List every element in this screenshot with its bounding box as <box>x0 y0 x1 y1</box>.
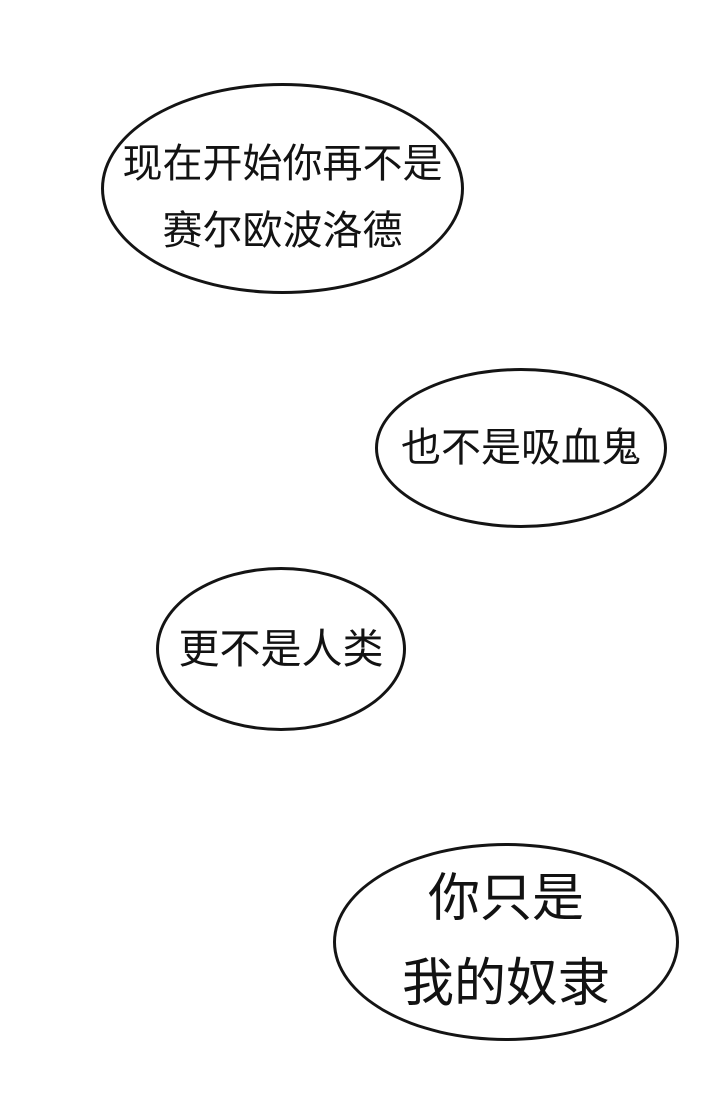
speech-bubble-4: 你只是 我的奴隶 <box>333 843 679 1041</box>
speech-bubble-4-text: 你只是 我的奴隶 <box>402 857 610 1027</box>
speech-bubble-3: 更不是人类 <box>156 567 406 731</box>
speech-line: 现在开始你再不是 <box>122 141 443 186</box>
speech-line: 也不是吸血鬼 <box>401 426 641 470</box>
speech-line: 赛尔欧波洛德 <box>162 208 403 253</box>
speech-line: 你只是 <box>427 870 584 928</box>
speech-bubble-1-text: 现在开始你再不是 赛尔欧波洛德 <box>123 131 443 265</box>
speech-bubble-3-text: 更不是人类 <box>179 625 384 674</box>
speech-line: 我的奴隶 <box>401 955 610 1013</box>
speech-bubble-2-text: 也不是吸血鬼 <box>401 424 641 472</box>
speech-line: 更不是人类 <box>178 625 384 672</box>
speech-bubble-1: 现在开始你再不是 赛尔欧波洛德 <box>101 83 464 294</box>
speech-bubble-2: 也不是吸血鬼 <box>375 368 667 528</box>
